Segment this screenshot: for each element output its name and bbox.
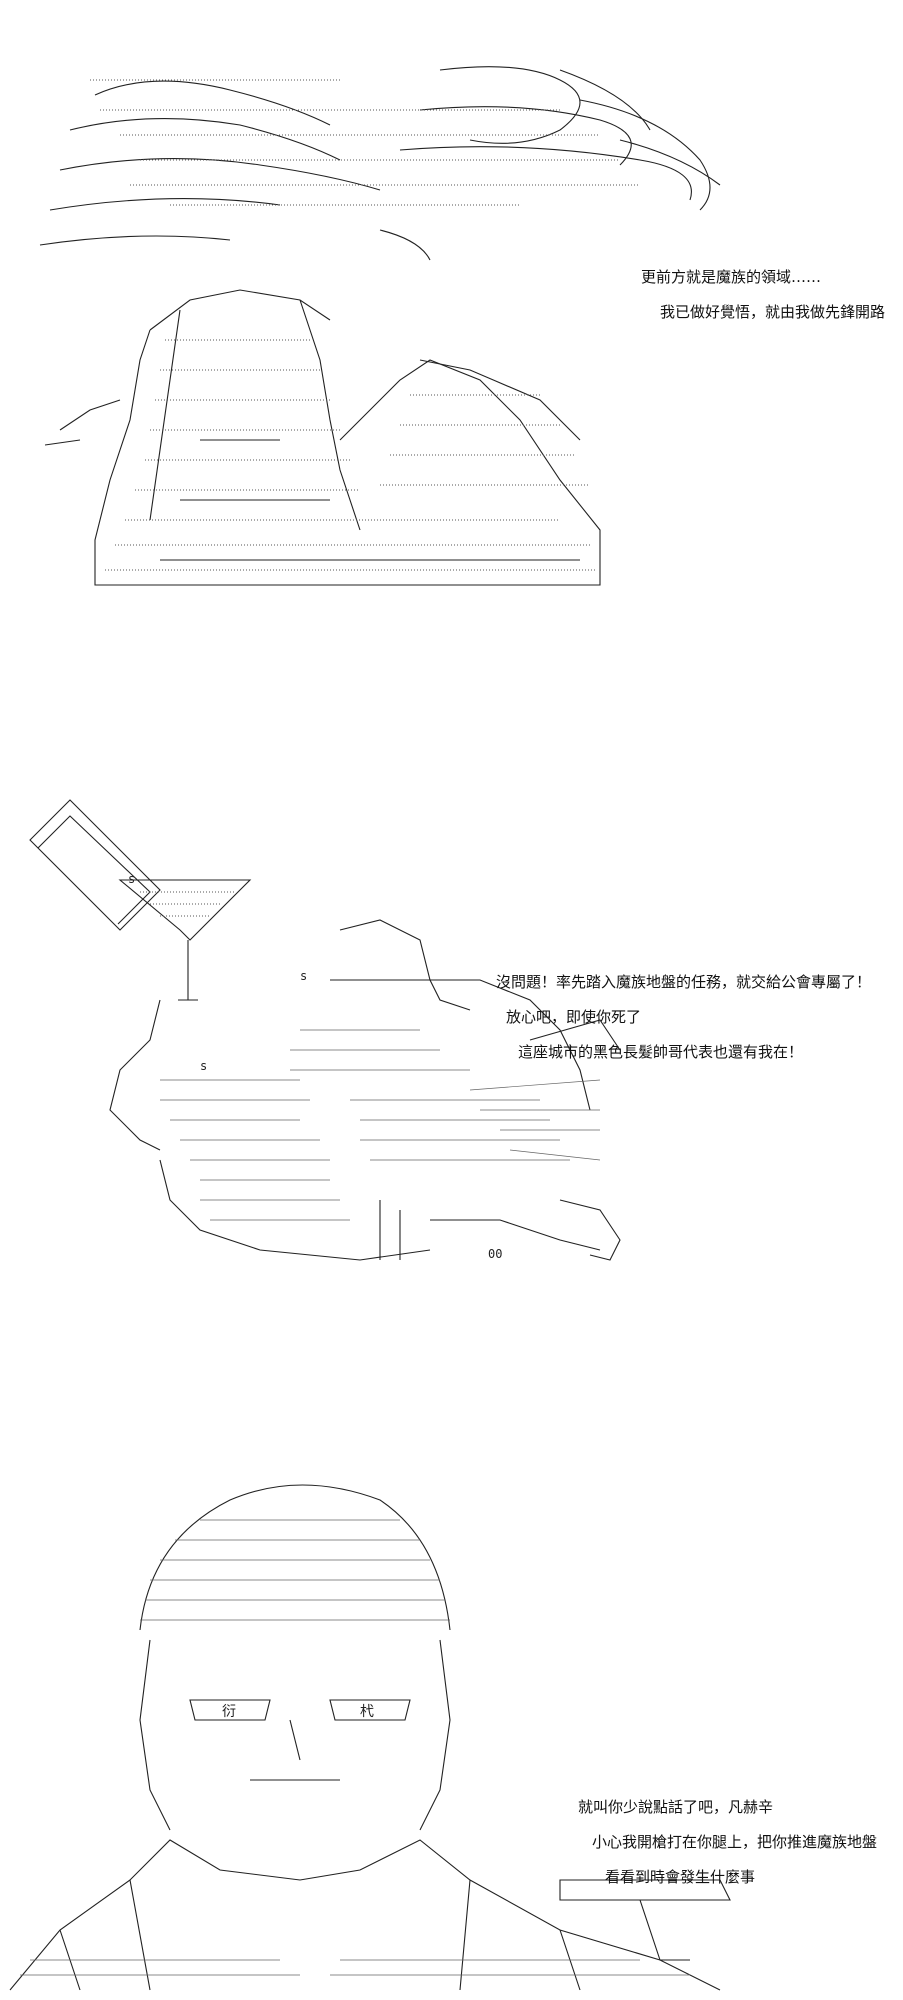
character-hatch <box>160 1029 601 1221</box>
gun <box>559 1879 731 1961</box>
cloaked-figure <box>44 289 601 586</box>
figure-dots <box>105 339 595 571</box>
ascii-art-toast-scene: s s s 00 <box>0 780 903 1300</box>
dialogue-line: 放心吧，即使你死了 <box>506 1008 642 1026</box>
ascii-art-wind-scene <box>0 0 903 620</box>
coat-hatch <box>20 1959 690 1976</box>
ascii-art-portrait-scene: 衍 杙 <box>0 1460 903 2000</box>
dialogue-line: 我已做好覺悟，就由我做先鋒開路 <box>660 303 886 321</box>
panel-3: 衍 杙 就叫你少說點話了吧，凡赫辛 小心我開槍打在你腿上，把你推進魔族地盤 看看… <box>0 1460 903 2000</box>
wind-swirl-right <box>379 66 721 261</box>
art-text: s <box>128 872 135 886</box>
art-text: 00 <box>488 1247 502 1261</box>
dialogue-line: 更前方就是魔族的領域…… <box>641 268 822 286</box>
hair <box>139 1484 451 1631</box>
dialogue-line: 沒問題！率先踏入魔族地盤的任務，就交給公會專屬了！ <box>496 973 872 991</box>
wind-swirl-left <box>39 80 381 246</box>
cheering-character <box>109 919 621 1261</box>
dialogue-line: 就叫你少說點話了吧，凡赫辛 <box>578 1798 774 1816</box>
bottle <box>29 799 161 931</box>
cocktail-glass <box>118 879 252 1001</box>
dialogue-line: 小心我開槍打在你腿上，把你推進魔族地盤 <box>592 1833 878 1851</box>
dialogue-line: 看看到時會發生什麼事 <box>605 1868 756 1886</box>
glass-dots <box>140 891 235 917</box>
dialogue-line: 這座城市的黑色長髮帥哥代表也還有我在！ <box>518 1043 804 1061</box>
art-text: s <box>300 969 307 983</box>
art-text: 杙 <box>360 1704 374 1720</box>
panel-1: 更前方就是魔族的領域…… 我已做好覺悟，就由我做先鋒開路 <box>0 0 903 620</box>
art-text: 衍 <box>222 1704 236 1720</box>
hair-hatch <box>140 1519 450 1621</box>
shoulders <box>9 1839 721 1991</box>
face <box>139 1639 451 1831</box>
art-text: s <box>200 1059 207 1073</box>
panel-2: s s s 00 沒問題！率先踏入魔族地盤的任務，就交給公會專屬了！ 放心吧，即… <box>0 780 903 1300</box>
wind-dots <box>90 79 640 206</box>
